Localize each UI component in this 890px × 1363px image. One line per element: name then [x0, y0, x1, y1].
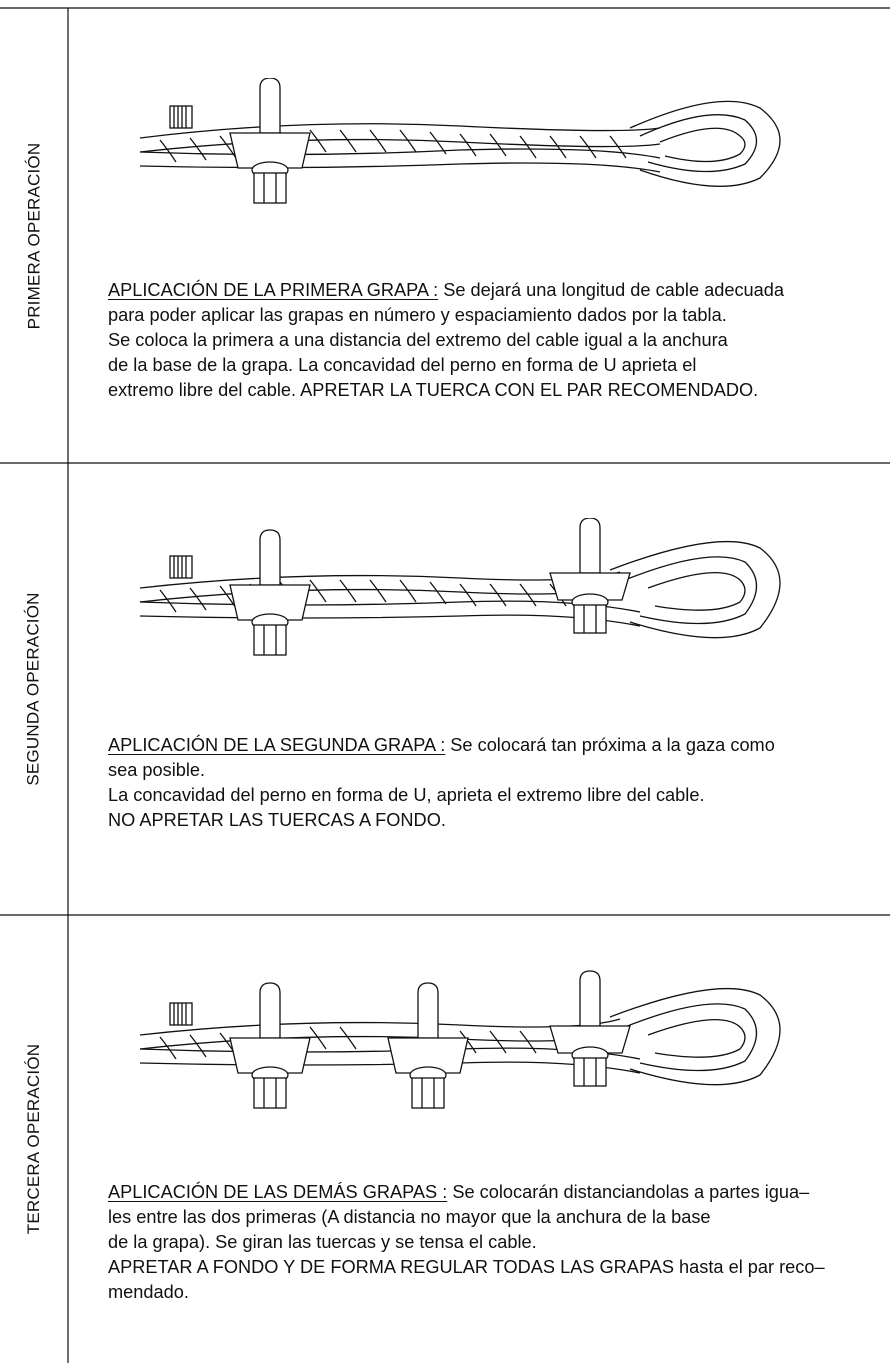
description-line: les entre las dos primeras (A distancia … — [108, 1207, 711, 1227]
rope-clip-illustration-3 — [139, 970, 781, 1109]
section-primera-operacion: PRIMERA OPERACIÓN — [0, 8, 890, 463]
rope-clip-illustration-2 — [139, 518, 781, 656]
description-line: de la base de la grapa. La concavidad de… — [108, 355, 697, 375]
clip-icon — [387, 982, 469, 1109]
section-segunda-operacion: SEGUNDA OPERACIÓN — [0, 463, 890, 915]
description-line: Se colocará tan próxima a la gaza como — [445, 735, 775, 755]
description: APLICACIÓN DE LA PRIMERA GRAPA : Se deja… — [108, 278, 886, 403]
description-line: APRETAR A FONDO Y DE FORMA REGULAR TODAS… — [108, 1257, 825, 1277]
description-line: Se colocarán distanciandolas a partes ig… — [447, 1182, 810, 1202]
description-line: Se coloca la primera a una distancia del… — [108, 330, 728, 350]
side-label-text: PRIMERA OPERACIÓN — [24, 142, 44, 329]
description-heading: APLICACIÓN DE LA SEGUNDA GRAPA : — [108, 735, 446, 755]
description-line: La concavidad del perno en forma de U, a… — [108, 785, 705, 805]
description-line: mendado. — [108, 1282, 189, 1302]
clip-icon — [229, 529, 311, 656]
side-label-text: TERCERA OPERACIÓN — [24, 1043, 43, 1235]
section-tercera-operacion: TERCERA OPERACIÓN — [0, 915, 890, 1363]
description-line: NO APRETAR LAS TUERCAS A FONDO. — [108, 810, 446, 830]
clip-icon — [549, 518, 631, 634]
side-label: SEGUNDA OPERACIÓN — [0, 463, 68, 915]
description-line: extremo libre del cable. APRETAR LA TUER… — [108, 380, 759, 400]
description: APLICACIÓN DE LAS DEMÁS GRAPAS : Se colo… — [108, 1180, 886, 1305]
description-line: de la grapa). Se giran las tuercas y se … — [108, 1232, 537, 1252]
description-heading: APLICACIÓN DE LAS DEMÁS GRAPAS : — [108, 1182, 448, 1202]
side-label: TERCERA OPERACIÓN — [0, 915, 68, 1363]
rope-clip-illustration-1 — [139, 78, 781, 204]
clip-icon — [549, 970, 631, 1087]
description-line: sea posible. — [108, 760, 206, 780]
clip-icon — [229, 982, 311, 1109]
description-line: para poder aplicar las grapas en número … — [108, 305, 727, 325]
description-line: Se dejará una longitud de cable adecuada — [438, 280, 785, 300]
side-label: PRIMERA OPERACIÓN — [0, 8, 68, 463]
clip-icon — [229, 78, 311, 204]
side-label-text: SEGUNDA OPERACIÓN — [24, 592, 43, 786]
description-heading: APLICACIÓN DE LA PRIMERA GRAPA : — [108, 280, 439, 300]
description: APLICACIÓN DE LA SEGUNDA GRAPA : Se colo… — [108, 733, 886, 833]
